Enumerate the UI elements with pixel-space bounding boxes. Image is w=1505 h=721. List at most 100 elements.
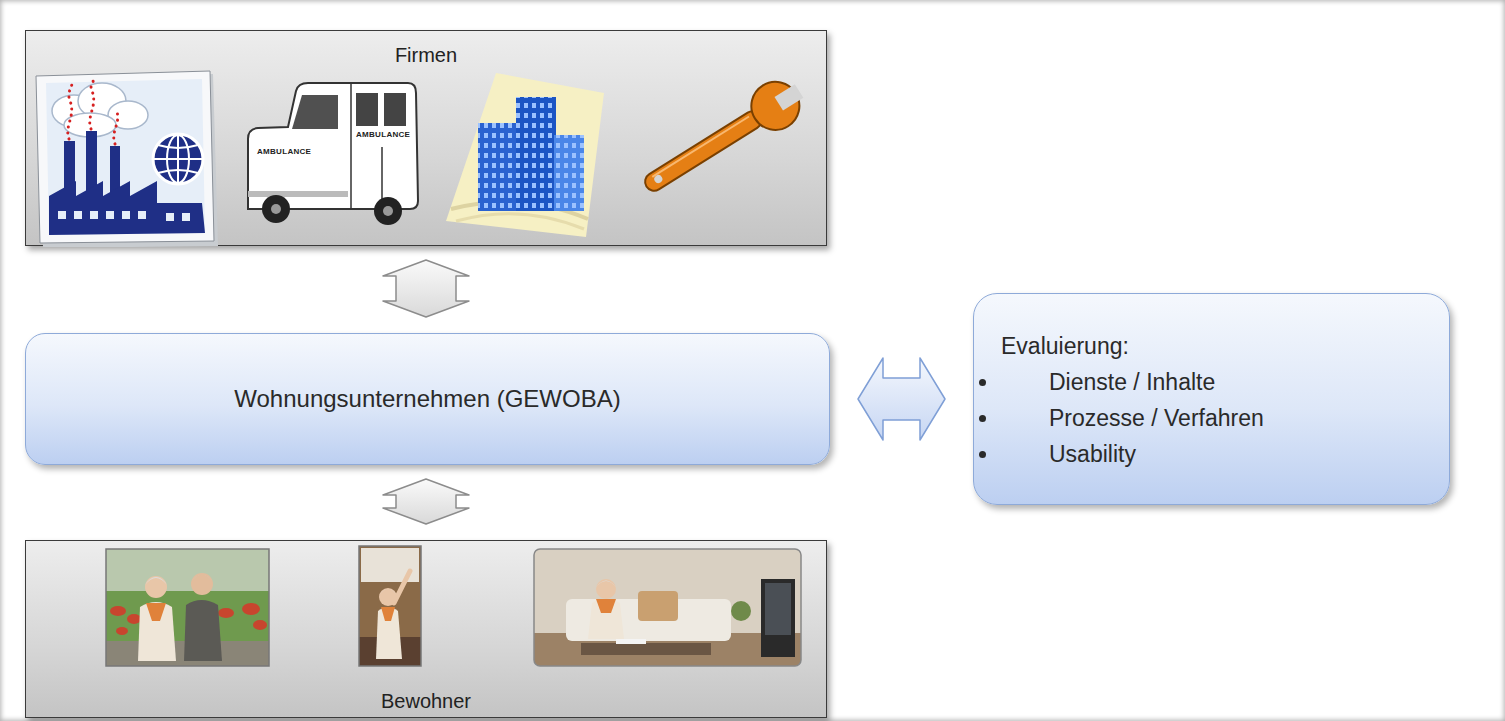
photo-kitchen-part [359,546,421,666]
factory-icon-part [49,131,205,235]
photo-living-room-part [534,549,801,666]
factory-icon-part-part [90,81,94,129]
ambulance-icon-part [383,206,393,216]
factory-icon-part-part [166,213,174,221]
factory-icon-part [46,79,205,235]
wrench-icon-part [775,84,804,110]
photo-couple-part-part [127,614,141,624]
building-icon-part [554,135,584,211]
photo-couple-part [191,573,213,595]
photo-living-room-part-part [731,601,751,621]
panel-title: Firmen [395,43,457,67]
photo-living-room-part-part [638,591,678,621]
factory-icon-part-part [106,211,114,219]
photo-couple-part-part [242,603,260,615]
resident-panel: Bewohner [25,540,827,718]
photo-kitchen-part [381,607,395,621]
factory-icon-part-part [158,170,198,173]
wrench-icon-part [653,174,664,185]
building-icon-part [516,97,556,211]
list-heading: Evaluierung: [1001,328,1129,364]
vehicle-lettering: AMBULANCE [356,130,410,140]
photo-living-room-part-part [765,583,791,635]
photo-couple-part [145,577,167,585]
factory-icon-part-part [122,211,130,219]
photo-kitchen-part [359,546,421,666]
photo-kitchen [359,546,421,666]
wrench-icon [634,71,812,207]
resident-photos [26,541,828,716]
building-icon-part [456,214,584,229]
ambulance-icon-part [262,195,290,223]
factory-icon-part-part [68,81,73,139]
photo-kitchen-part [379,588,397,606]
ambulance-icon-part [248,191,348,197]
building-icon-part [478,123,518,211]
factory-icon-part-part [90,211,98,219]
factory-icon-part-part [154,158,202,160]
factory-icon-part [36,71,214,243]
photo-living-room-part-part [581,643,711,655]
photo-couple-part [191,575,213,581]
photo-kitchen-part [361,548,419,582]
box-label: Wohnungsunternehmen (GEWOBA) [234,384,620,414]
wrench-icon-part [742,73,808,139]
photo-couple-part-part [116,627,128,635]
photo-couple-part [106,549,269,666]
photo-couple-part [145,576,167,598]
factory-icon-part-part [158,145,198,148]
factory-icon-part-part [74,211,82,219]
process-box: Wohnungsunternehmen (GEWOBA) [25,333,830,465]
factory-icon-part-part [58,211,66,219]
photo-living-room-part-part [596,579,616,599]
factory-icon-part-part [114,109,118,144]
double-arrow [858,358,945,440]
list-item: Usability [1049,436,1136,472]
photo-couple-part [106,549,269,666]
factory-icon [36,71,218,247]
building-icon-part [554,135,584,211]
photo-couple-part [106,549,269,591]
vehicle-lettering: AMBULANCE [257,147,311,157]
photo-couple-part-part [253,620,267,630]
photo-couple-part [138,602,176,661]
photo-couple-part-part [218,608,234,618]
photo-living-room-part-part [616,639,646,644]
building-icon-part [446,73,604,237]
photo-couple-part [184,600,222,661]
evaluation-box: Evaluierung:Dienste / InhalteProzesse / … [973,293,1450,505]
photo-couple [106,549,269,666]
factory-icon-part [68,81,118,144]
ambulance-icon-part [384,93,406,126]
photo-living-room-part-part [596,581,616,588]
ambulance-icon-part [374,197,402,225]
wrench-icon-part [642,108,765,194]
list-item: Prozesse / Verfahren [1049,400,1264,436]
photo-living-room-part-part [588,599,624,639]
photo-living-room-part-part [596,599,616,613]
photo-kitchen-part [379,589,397,595]
ambulance-icon-part [248,83,418,209]
building-icon [446,73,604,237]
wrench-icon-part [652,117,749,177]
ambulance-icon-part [350,83,352,209]
company-panel: Firmen [25,30,827,246]
ambulance-icon-part [271,204,281,214]
photo-living-room [534,549,801,666]
ambulance-icon-part [381,147,383,207]
factory-icon-part [39,74,218,247]
ambulance-icon-part [292,95,338,129]
factory-icon-part [154,135,202,183]
building-icon-part [516,97,556,211]
photo-couple-part [146,603,166,621]
factory-icon-part [153,134,203,184]
factory-icon-part [58,211,190,221]
double-arrow [383,479,469,524]
ambulance-icon [248,83,418,225]
list-item: Dienste / Inhalte [1049,364,1215,400]
building-icon-part [478,123,518,211]
photo-kitchen-part [376,607,402,659]
factory-icon-part-part [138,211,146,219]
photo-couple-part-part [110,606,126,616]
photo-living-room-part-part [761,579,795,657]
